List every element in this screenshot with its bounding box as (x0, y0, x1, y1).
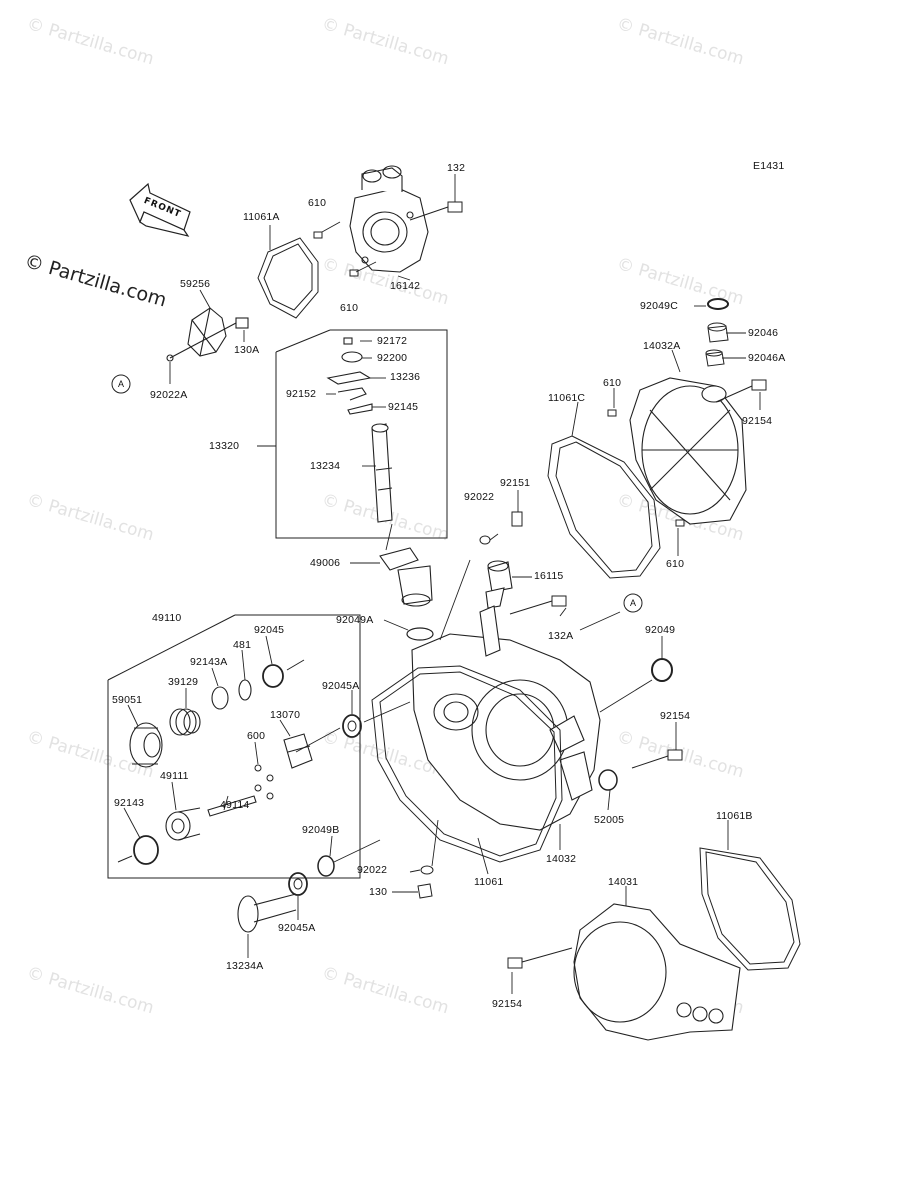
gasket-11061C (547, 435, 661, 579)
part-label[interactable]: 11061C (548, 392, 586, 404)
shaft-13234 (326, 337, 393, 523)
reference-a-right: A (629, 598, 636, 608)
part-label[interactable]: 92143A (190, 656, 228, 668)
gear-59051 (129, 722, 163, 768)
bolt-92154-mid (631, 749, 683, 769)
impeller-59256 (166, 307, 249, 362)
part-label[interactable]: 130A (234, 344, 260, 356)
part-label[interactable]: 92154 (742, 415, 773, 427)
part-label[interactable]: 92022 (357, 864, 388, 876)
diagram-code: E1431 (753, 160, 785, 172)
part-label[interactable]: 92049 (645, 624, 676, 636)
part-label[interactable]: 49006 (310, 557, 341, 569)
part-label[interactable]: 481 (233, 639, 252, 651)
part-label[interactable]: 59051 (112, 694, 143, 706)
part-label[interactable]: 92154 (492, 998, 523, 1010)
crankcase-cover-14032 (411, 605, 601, 831)
part-label[interactable]: 13070 (270, 709, 301, 721)
part-label[interactable]: 92045A (278, 922, 316, 934)
part-label[interactable]: 92045A (322, 680, 360, 692)
shaft-49114 (207, 795, 257, 817)
part-label[interactable]: 610 (308, 197, 327, 209)
part-label[interactable]: 13234 (310, 460, 341, 472)
part-label[interactable]: 92045 (254, 624, 285, 636)
leader-lines (123, 174, 761, 994)
gear-13234A (237, 893, 297, 933)
part-label[interactable]: 92046A (748, 352, 786, 364)
bolt-92154-bottom (507, 947, 573, 969)
part-label[interactable]: 16142 (390, 280, 421, 292)
ignition-cover-14031 (573, 903, 741, 1041)
part-label[interactable]: 49110 (152, 612, 182, 624)
part-label[interactable]: 92151 (500, 477, 531, 489)
gear-49006 (379, 547, 433, 607)
part-label[interactable]: 92152 (286, 388, 317, 400)
front-arrow-icon (129, 182, 191, 237)
part-label[interactable]: 14032A (643, 340, 681, 352)
part-label[interactable]: 13236 (390, 371, 421, 383)
part-label[interactable]: 14031 (608, 876, 639, 888)
spring-39129 (169, 708, 201, 736)
water-pump-housing (349, 165, 429, 273)
part-label[interactable]: 92046 (748, 327, 779, 339)
part-label[interactable]: 92049C (640, 300, 678, 312)
gasket-11061B (699, 847, 801, 971)
part-label[interactable]: 610 (666, 558, 685, 570)
bolt-92154-top (715, 379, 767, 403)
part-label[interactable]: 39129 (168, 676, 199, 688)
part-label[interactable]: 92049A (336, 614, 374, 626)
part-label[interactable]: 600 (247, 730, 266, 742)
part-label[interactable]: 92145 (388, 401, 419, 413)
part-label[interactable]: 11061B (716, 810, 753, 822)
part-label[interactable]: 132 (447, 162, 466, 174)
part-label[interactable]: 92049B (302, 824, 340, 836)
part-label[interactable]: 610 (603, 377, 622, 389)
group-box-49110 (107, 614, 361, 879)
part-label[interactable]: 11061 (474, 876, 504, 888)
part-label[interactable]: 92143 (114, 797, 145, 809)
part-label[interactable]: 132A (548, 630, 574, 642)
group-box-13320 (275, 329, 448, 539)
part-label[interactable]: 92154 (660, 710, 691, 722)
clutch-cover-14032A (629, 377, 747, 525)
part-label[interactable]: 16115 (534, 570, 564, 582)
part-label[interactable]: 130 (369, 886, 388, 898)
part-label[interactable]: 92022 (464, 491, 495, 503)
part-label[interactable]: 11061A (243, 211, 280, 223)
gasket-11061 (371, 665, 563, 863)
part-label[interactable]: 92200 (377, 352, 408, 364)
bolt-132A (509, 595, 567, 615)
gear-49111 (165, 807, 201, 841)
part-label[interactable]: 92172 (377, 335, 408, 347)
reference-a-left: A (117, 379, 124, 389)
part-label[interactable]: 13234A (226, 960, 264, 972)
part-label[interactable]: 49114 (220, 799, 250, 811)
part-label[interactable]: 49111 (160, 770, 189, 782)
part-label[interactable]: 14032 (546, 853, 577, 865)
part-label[interactable]: 59256 (180, 278, 211, 290)
part-label[interactable]: 92022A (150, 389, 188, 401)
part-label[interactable]: 52005 (594, 814, 625, 826)
part-label[interactable]: 610 (340, 302, 359, 314)
part-label[interactable]: 13320 (209, 440, 240, 452)
gasket-11061A (257, 237, 319, 319)
filler-cap-16115 (485, 560, 513, 609)
